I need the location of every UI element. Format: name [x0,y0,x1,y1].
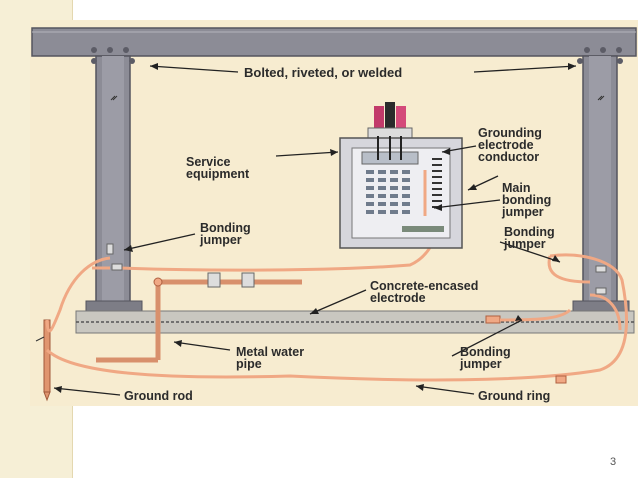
ground-ring-label: Ground ring [478,389,551,403]
metal-water-pipe [96,290,161,363]
ground-rod-label: Ground rod [124,389,193,403]
service-panel [339,136,463,249]
beam-label: Bolted, riveted, or welded [244,65,403,80]
diagram-background [30,20,638,406]
bonding-jumper-right-label: Bonding jumper [504,225,555,251]
right-break-mark [597,95,605,101]
concrete-electrode-label: Concrete-encased electrode [370,279,479,305]
service-equipment-label: Service equipment [186,155,250,181]
main-bonding-jumper-label: Main bonding jumper [502,181,552,219]
diagram-svg [30,20,638,406]
beam-bolts [91,47,623,64]
page-number: 3 [610,456,617,468]
steel-beam [31,27,637,57]
leader-arrows [54,63,576,393]
service-conductors [367,102,413,139]
bonding-jumper-bottom-label: Bonding jumper [460,345,511,371]
metal-water-pipe-label: Metal water pipe [236,345,305,371]
left-break-mark [110,95,118,101]
bonding-jumper-left-label: Bonding jumper [200,221,251,247]
gec-label: Grounding electrode conductor [478,126,542,164]
grounding-diagram: Bolted, riveted, or welded Service equip… [30,20,638,406]
